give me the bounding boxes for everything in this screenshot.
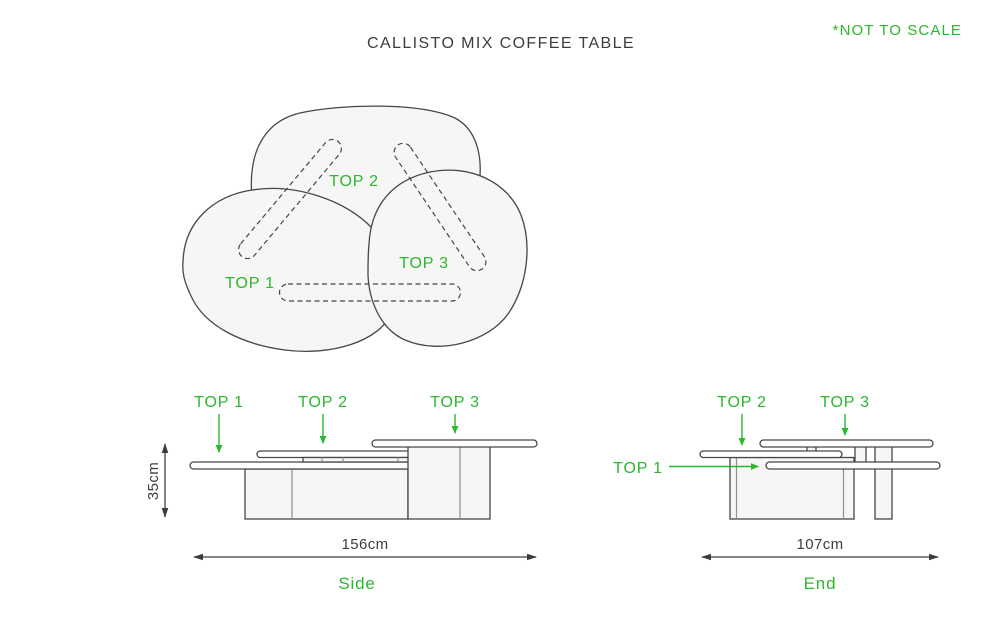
side-top2-bar — [256, 450, 413, 459]
side-width-dimension-text: 156cm — [341, 536, 388, 553]
top-view-label-top3: TOP 3 — [399, 255, 449, 272]
side-label-top1: TOP 1 — [194, 394, 244, 411]
side-label-top3: TOP 3 — [430, 394, 480, 411]
side-spacer-rail — [302, 456, 413, 463]
hidden-leg-left — [237, 138, 343, 260]
side-view-diagram: TOP 1 TOP 2 TOP 3 35cm 156cm Side — [145, 394, 538, 593]
hidden-leg-right — [393, 142, 487, 272]
end-view-caption: End — [804, 574, 837, 593]
end-top2-bar — [699, 450, 843, 459]
end-label-top1: TOP 1 — [613, 460, 663, 477]
side-base-block — [244, 468, 409, 520]
end-label-top3: TOP 3 — [820, 394, 870, 411]
side-spacer-strip — [302, 456, 413, 463]
end-view-diagram: TOP 2 TOP 3 TOP 1 107cm End — [613, 394, 941, 593]
side-top1-bar — [189, 461, 413, 470]
top-view-label-top2: TOP 2 — [329, 173, 379, 190]
side-top3-bar — [371, 439, 538, 448]
side-height-dimension-text: 35cm — [145, 462, 162, 500]
page-title: CALLISTO MIX COFFEE TABLE — [367, 35, 635, 52]
end-right-leg — [874, 445, 893, 520]
top-view-label-top1: TOP 1 — [225, 275, 275, 292]
top3-shape — [367, 169, 528, 347]
end-short-column — [854, 445, 867, 464]
hidden-leg-bottom — [278, 283, 462, 302]
top-view-diagram: TOP 2 TOP 1 TOP 3 — [182, 105, 528, 353]
not-to-scale-note: *NOT TO SCALE — [833, 22, 962, 39]
side-label-top2: TOP 2 — [298, 394, 348, 411]
end-width-dimension-text: 107cm — [796, 536, 843, 553]
side-view-caption: Side — [338, 574, 375, 593]
hidden-leg-outlines — [237, 138, 487, 302]
side-pedestal-block — [407, 445, 491, 520]
end-label-top2: TOP 2 — [717, 394, 767, 411]
end-top1-bar — [765, 461, 941, 470]
end-top3-bar — [759, 439, 934, 448]
